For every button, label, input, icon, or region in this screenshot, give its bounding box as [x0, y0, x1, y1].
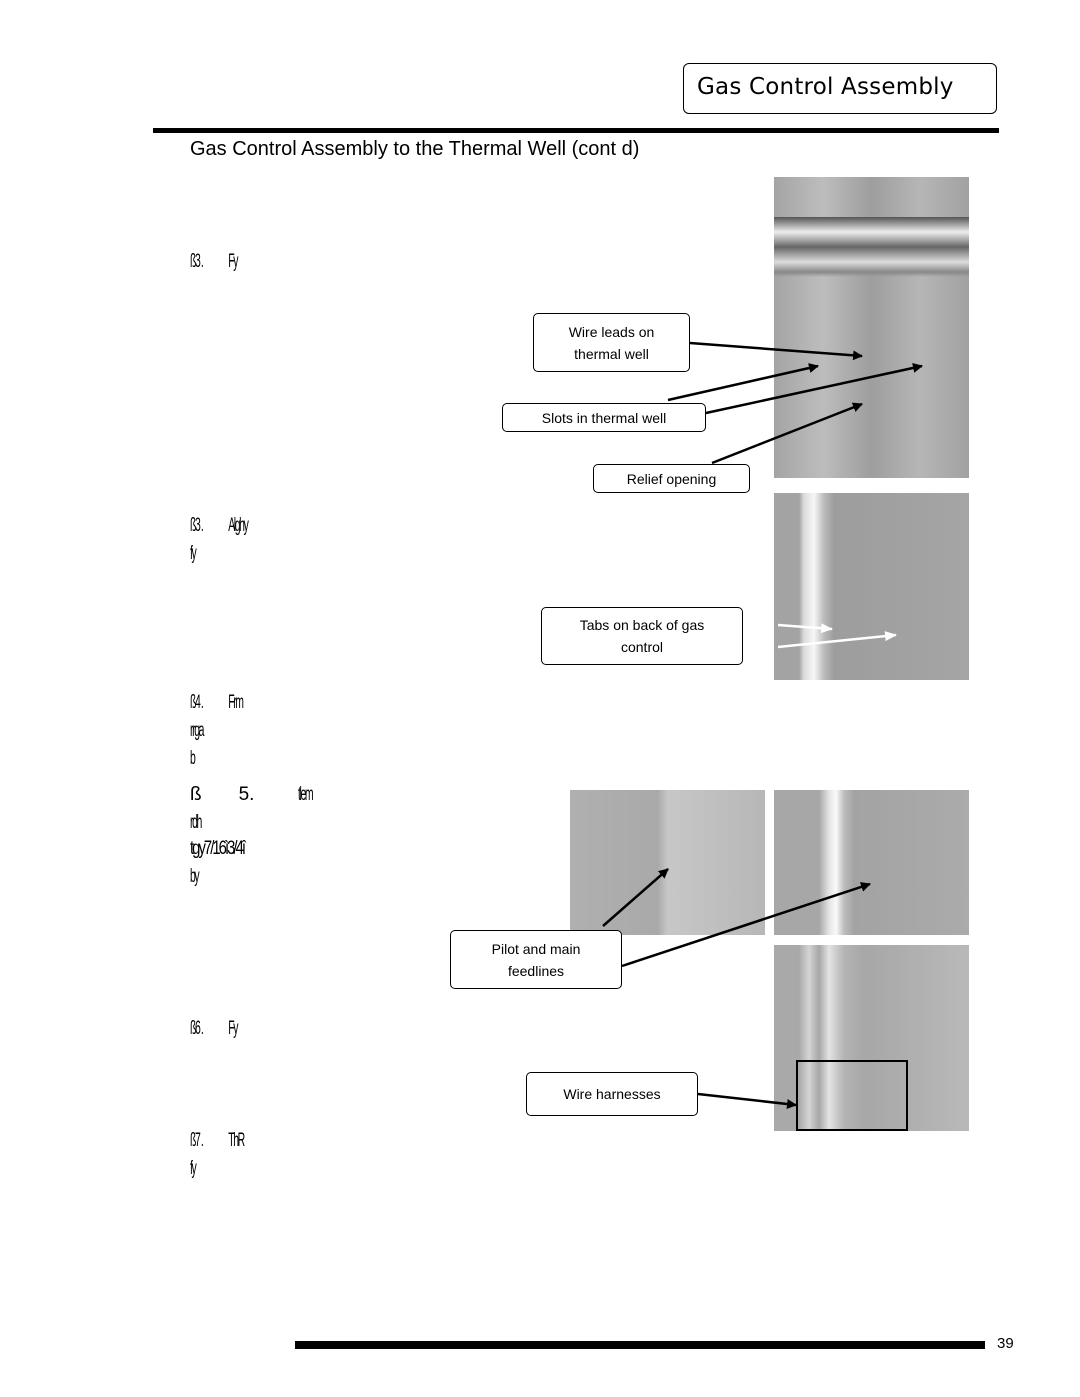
header-rule — [153, 128, 999, 133]
step-number: 7. — [195, 1130, 204, 1151]
arrow-wire-leads — [689, 341, 863, 361]
step-number: 5. — [238, 784, 255, 805]
step-3b-line2: fy — [190, 543, 197, 564]
arrow-feedline-2 — [621, 882, 871, 968]
step-text: tlem — [298, 784, 314, 805]
callout-text: Tabs on back of gas — [579, 617, 705, 633]
step-5-line2: rdh — [190, 812, 202, 833]
step-5-line3: tgy7/16ì3/4î — [190, 838, 246, 859]
callout-text: thermal well — [574, 345, 649, 362]
step-text: Fy — [228, 251, 238, 272]
arrow-slot-2 — [705, 363, 923, 415]
callout-text: feedlines — [507, 962, 565, 979]
step-4: ß4. Frm — [190, 692, 244, 714]
step-4-line3: b — [190, 748, 196, 769]
step-number: 3. — [195, 515, 204, 536]
gas-control-back-photo — [774, 493, 969, 680]
step-text: Frm — [228, 692, 244, 713]
feedline-photo-left — [570, 790, 765, 935]
step-number: 4. — [195, 692, 204, 713]
arrow-feedline-1 — [602, 868, 669, 927]
callout-text: Pilot and main — [491, 940, 581, 957]
callout-text: Wire harnesses — [563, 1086, 661, 1102]
step-number: 3. — [195, 251, 204, 272]
step-6: ß6. Fy — [190, 1018, 238, 1040]
step-3a: ß3. Fy — [190, 251, 238, 273]
callout-harnesses: Wire harnesses — [526, 1072, 698, 1116]
step-5: ß 5. tlem — [190, 784, 314, 806]
wire-harness-highlight-box — [796, 1060, 908, 1131]
step-text: Alghy — [228, 515, 249, 536]
callout-text: Wire leads on — [568, 323, 655, 340]
step-bullet: ß — [190, 1018, 196, 1039]
step-bullet: ß — [190, 784, 202, 805]
step-7: ß7. ThR — [190, 1130, 245, 1152]
step-bullet: ß — [190, 1130, 196, 1151]
step-text: Fy — [228, 1018, 238, 1039]
step-3b: ß3. Alghy — [190, 515, 249, 537]
arrow-slot-1 — [667, 363, 819, 402]
chapter-title-box — [683, 63, 997, 114]
chapter-title: Gas Control Assembly — [697, 74, 954, 100]
step-bullet: ß — [190, 515, 196, 536]
callout-text: Relief opening — [626, 470, 717, 487]
step-text: ThR — [228, 1130, 245, 1151]
section-title: Gas Control Assembly to the Thermal Well… — [190, 138, 640, 160]
arrow-tab-1 — [777, 623, 833, 634]
callout-text: Slots in thermal well — [541, 409, 667, 426]
footer-rule — [295, 1341, 985, 1349]
wire-harness-photo — [774, 945, 969, 1131]
page-number: 39 — [997, 1335, 1014, 1352]
step-4-line2: rrga — [190, 720, 204, 741]
callout-relief: Relief opening — [593, 464, 750, 493]
step-5-line4: by — [190, 866, 200, 887]
feedline-photo-right — [774, 790, 969, 935]
arrow-tab-2 — [777, 631, 897, 649]
callout-wire-leads: Wire leads on thermal well — [533, 313, 690, 372]
callout-tabs: Tabs on back of gas control — [541, 607, 743, 665]
arrow-relief — [711, 402, 863, 465]
step-7-line2: fy — [190, 1158, 197, 1179]
arrow-harness — [697, 1092, 797, 1109]
step-bullet: ß — [190, 692, 196, 713]
step-number: 6. — [195, 1018, 204, 1039]
callout-text: control — [620, 639, 664, 655]
callout-slots: Slots in thermal well — [502, 403, 706, 432]
step-bullet: ß — [190, 251, 196, 272]
callout-feedlines: Pilot and main feedlines — [450, 930, 622, 989]
thermal-well-photo — [774, 177, 969, 478]
